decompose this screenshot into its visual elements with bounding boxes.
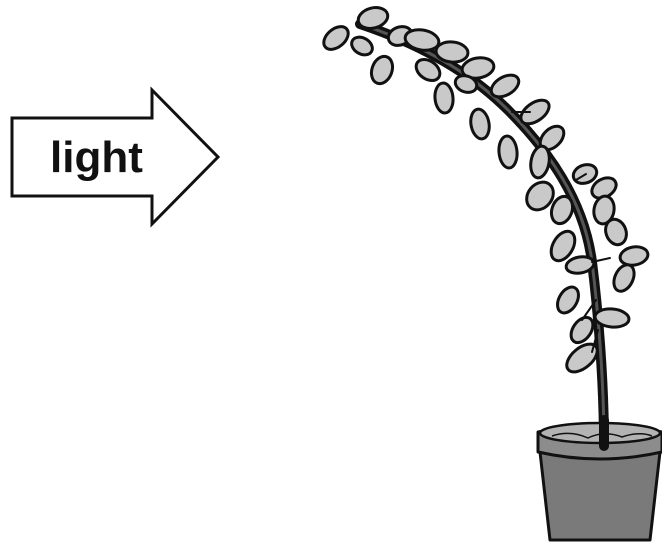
leaf xyxy=(553,283,583,316)
leaf xyxy=(498,135,519,168)
potted-plant xyxy=(319,4,662,540)
arrow-label: light xyxy=(50,133,143,182)
leaf xyxy=(356,4,390,31)
leaf xyxy=(435,41,469,64)
leaf xyxy=(528,145,551,180)
pot-body xyxy=(540,452,660,540)
leaf xyxy=(469,108,492,141)
light-arrow: light xyxy=(12,90,218,224)
leaf-cluster xyxy=(319,4,649,377)
leaf xyxy=(619,245,650,268)
leaf xyxy=(368,53,396,86)
leaf xyxy=(319,22,352,54)
leaf xyxy=(348,34,375,59)
leaf xyxy=(434,82,455,113)
